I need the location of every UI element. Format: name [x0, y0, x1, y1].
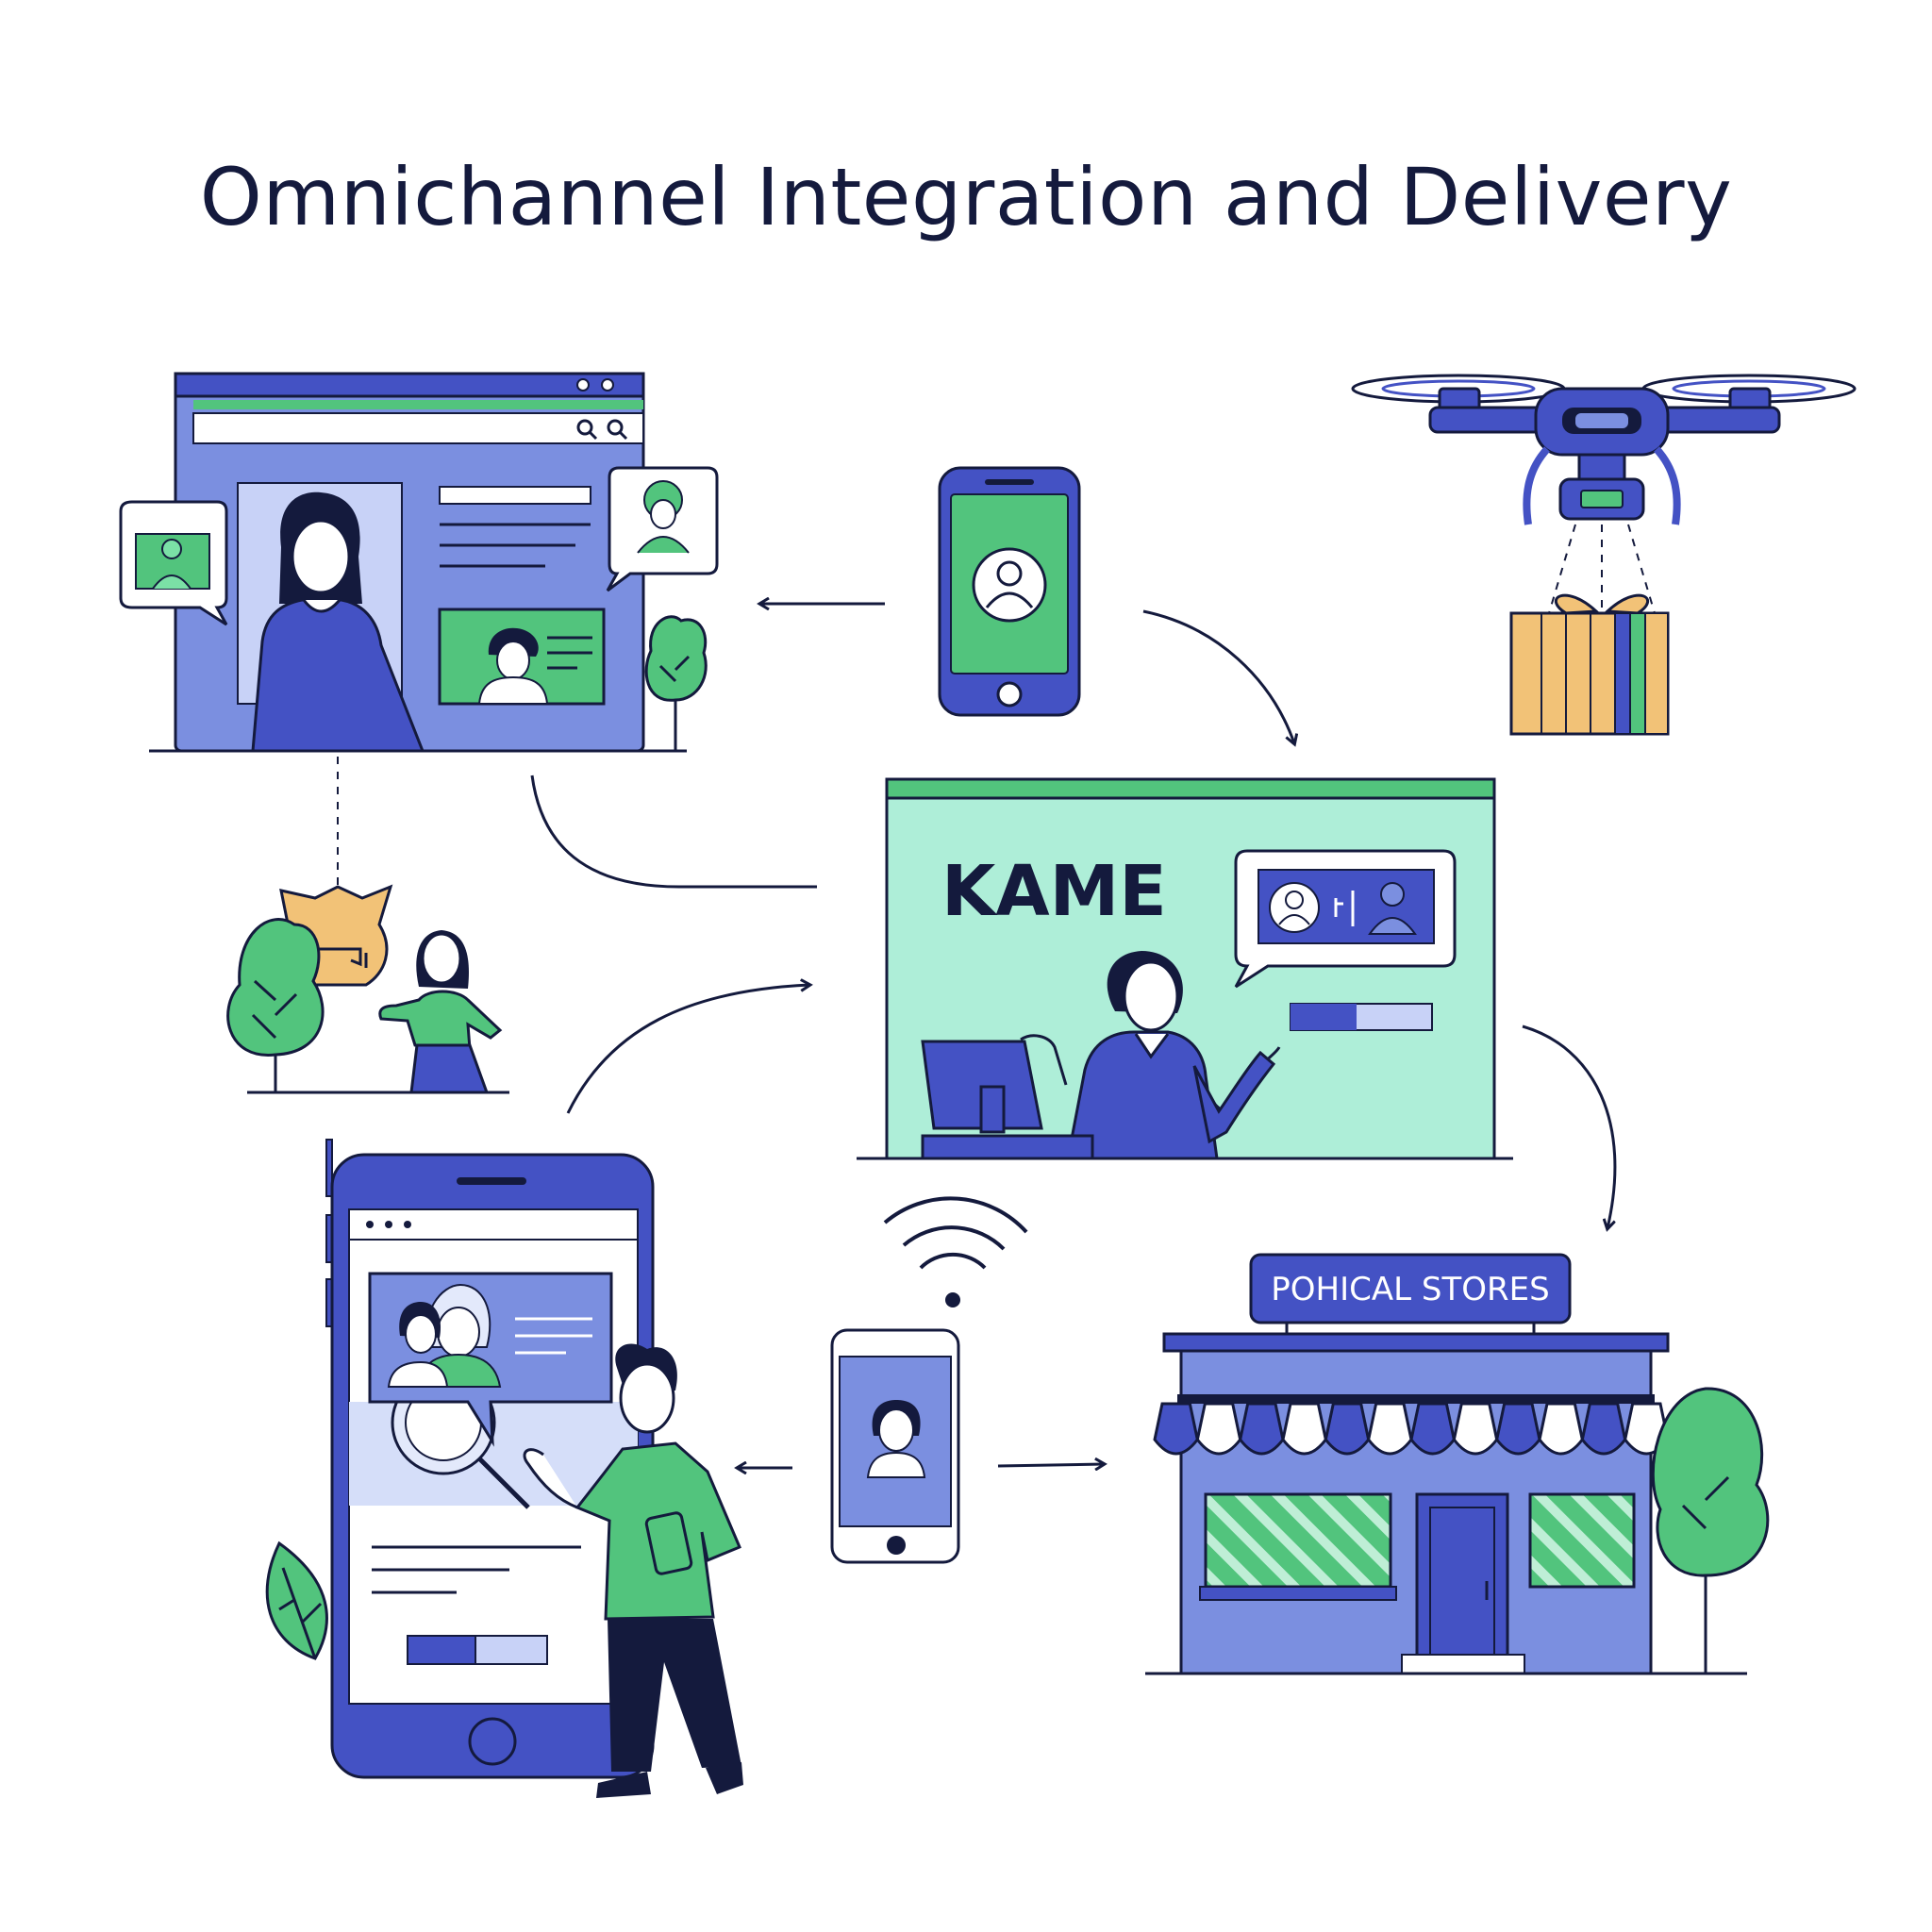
clerk-figure	[1066, 951, 1281, 1160]
awning-stripe	[1281, 1402, 1327, 1456]
kame-label: KAME	[941, 851, 1167, 932]
chat-bubble-icon	[606, 466, 719, 592]
shopper-man-figure	[523, 1343, 743, 1798]
physical-store: POHICAL STORES	[1153, 1253, 1670, 1675]
awning-stripe	[1452, 1402, 1499, 1456]
awning-stripe	[1580, 1402, 1627, 1456]
connector-web-to-kiosk	[530, 774, 817, 889]
chat-bubble-icon	[119, 500, 228, 626]
delivery-drone	[1351, 374, 1857, 525]
window-dot-icon	[366, 1221, 374, 1228]
store-sign-label: POHICAL STORES	[1271, 1271, 1549, 1308]
awning-stripe	[1495, 1402, 1541, 1456]
search-icon	[576, 419, 628, 441]
delivery-beam	[1548, 524, 1656, 614]
awning-stripe	[1538, 1402, 1584, 1456]
awning-stripe	[1409, 1402, 1456, 1456]
gift-box-icon	[1509, 593, 1670, 736]
awning-stripe	[1195, 1402, 1242, 1456]
arrow-kiosk-to-store	[1522, 1024, 1617, 1228]
mobile-app-phone	[938, 466, 1081, 717]
tree-icon	[644, 615, 708, 751]
home-button-icon	[996, 681, 1023, 708]
store-sign	[1249, 1253, 1572, 1324]
awning-stripe	[1239, 1402, 1285, 1456]
store-window	[1204, 1492, 1392, 1589]
flow-arrows	[530, 604, 1617, 1468]
product-photo-people	[387, 1283, 502, 1388]
web-store-browser	[174, 372, 645, 753]
arrow-bigphone-to-kiosk	[566, 985, 809, 1114]
home-button-icon	[887, 1536, 906, 1555]
arrow-wireless-to-store	[997, 1464, 1104, 1466]
large-phone	[325, 1139, 655, 1779]
awning-stripe	[1153, 1402, 1199, 1456]
cash-register-icon	[921, 1034, 1094, 1160]
handheld-phone-icon	[644, 1511, 693, 1575]
kame-store-panel: KAME	[885, 777, 1496, 1160]
tree-icon	[1651, 1387, 1770, 1674]
wifi-icon	[883, 1196, 1028, 1307]
store-window	[1528, 1492, 1636, 1589]
wireless-phone	[830, 1328, 960, 1564]
tree-icon	[226, 918, 325, 1092]
awning-stripe	[1324, 1402, 1371, 1456]
window-dot-icon	[404, 1221, 411, 1228]
home-button-icon	[468, 1717, 517, 1766]
arrow-phone-to-kiosk	[1142, 609, 1294, 743]
striped-awning	[1153, 1402, 1670, 1456]
shopper-woman-figure	[251, 491, 425, 753]
diagram-title: Omnichannel Integration and Delivery	[199, 151, 1733, 243]
window-dot-icon	[385, 1221, 392, 1228]
leaf-plant-icon	[265, 1541, 328, 1660]
window-dot-icon	[576, 378, 590, 391]
customer-woman-figure	[378, 930, 503, 1094]
video-person-figure	[477, 627, 549, 705]
awning-stripe	[1367, 1402, 1413, 1456]
window-dot-icon	[601, 378, 614, 391]
